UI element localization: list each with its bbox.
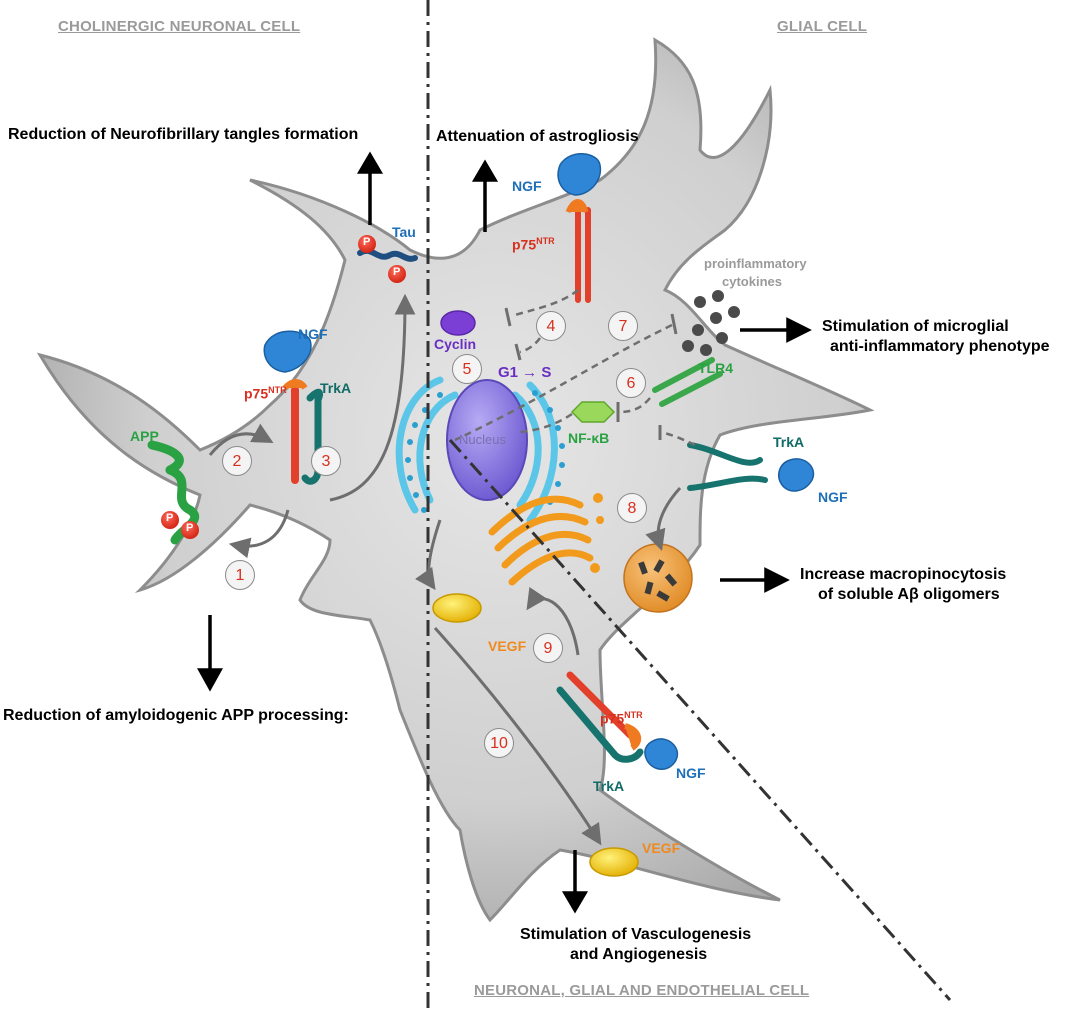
pathway-arrows [208, 293, 682, 846]
trka-receptor-bottom [556, 686, 644, 763]
step-10: 10 [484, 728, 514, 758]
golgi-vesicles [590, 493, 604, 573]
effect-app: Reduction of amyloidogenic APP processin… [3, 707, 349, 724]
label-nucleus: Nucleus [459, 432, 506, 447]
label-cytokines-line1: proinflammatory [704, 256, 807, 271]
cell-body [36, 37, 875, 923]
label-vegf-inside: VEGF [488, 638, 527, 654]
effect-macropinocytosis-line1: Increase macropinocytosis [800, 566, 1007, 583]
label-cytokines-line2: cytokines [722, 274, 782, 289]
label-g1-s: G1 → S [498, 364, 552, 381]
ngf-ligand-bottom [644, 738, 679, 770]
effect-astrogliosis: Attenuation of astrogliosis [436, 128, 639, 145]
effect-tangles: Reduction of Neurofibrillary tangles for… [8, 126, 359, 143]
label-ngf-bottom: NGF [676, 765, 706, 781]
phospho-tau-2 [388, 265, 406, 283]
effect-vasculogenesis-line1: Stimulation of Vasculogenesis [520, 926, 752, 943]
label-p-tau-2: P [393, 266, 401, 278]
label-trka-bottom: TrkA [593, 778, 625, 794]
step-1: 1 [225, 560, 255, 590]
p75-receptor-glia-top [575, 207, 591, 303]
er-ribosomes [405, 390, 565, 513]
label-app: APP [130, 428, 159, 444]
ngf-ligand-glia-top [557, 153, 602, 196]
label-p-app-1: P [166, 512, 174, 524]
step-3: 3 [311, 446, 341, 476]
ngf-ligand-glia-right [778, 458, 815, 492]
label-ngf-glia-top: NGF [512, 178, 542, 194]
abeta-oligomers [638, 559, 678, 602]
label-p-app-2: P [186, 522, 194, 534]
nucleus [446, 379, 528, 501]
label-ngf-neuron: NGF [298, 326, 328, 342]
step-6: 6 [616, 368, 646, 398]
effect-arrows [197, 151, 812, 914]
region-title-shared: NEURONAL, GLIAL AND ENDOTHELIAL CELL [474, 982, 810, 999]
label-ngf-glia-right: NGF [818, 489, 848, 505]
step-7: 7 [608, 311, 638, 341]
p75-receptor-bottom [566, 671, 634, 739]
label-trka-glia-right: TrkA [773, 434, 805, 450]
label-p75-glia-top: p75NTR [512, 236, 555, 253]
trka-receptor-glia-right [687, 442, 768, 491]
region-separator-diagonal [448, 439, 952, 1001]
inhibition-lines [454, 289, 696, 447]
inhibition-bars [504, 307, 678, 440]
region-title-neuron: CHOLINERGIC NEURONAL CELL [58, 18, 301, 35]
label-p75-neuron: p75NTR [244, 385, 287, 402]
label-trka-neuron: TrkA [320, 380, 352, 396]
tlr4-receptor [652, 357, 723, 407]
vegf-inside [432, 593, 482, 623]
vegf-secreted [589, 847, 639, 877]
macropinosome [623, 543, 693, 613]
step-8: 8 [617, 493, 647, 523]
region-title-glia: GLIAL CELL [777, 18, 868, 35]
phospho-app-1 [161, 511, 179, 529]
label-tlr4: TLR4 [698, 360, 733, 376]
label-vegf-secreted: VEGF [642, 840, 681, 856]
trka-receptor-neuron [301, 388, 324, 485]
effect-microglia-line1: Stimulation of microglial [822, 318, 1009, 335]
label-p75-bottom: p75NTR [600, 710, 643, 727]
phospho-tau-1 [358, 235, 376, 253]
step-5: 5 [452, 354, 482, 384]
effect-microglia-line2: anti-inflammatory phenotype [830, 338, 1050, 355]
nfkb [570, 401, 616, 423]
cyclin [440, 310, 476, 336]
phospho-app-2 [181, 521, 199, 539]
label-p-tau-1: P [363, 236, 371, 248]
step-9: 9 [533, 633, 563, 663]
label-nfkb: NF-κB [568, 430, 610, 446]
step-4: 4 [536, 311, 566, 341]
effect-macropinocytosis-line2: of soluble Aβ oligomers [818, 586, 1000, 603]
cytokines [682, 290, 740, 356]
label-tau: Tau [392, 224, 416, 240]
golgi-apparatus [488, 495, 594, 586]
ngf-ligand-neuron [263, 330, 312, 373]
step-2: 2 [222, 446, 252, 476]
label-cyclin: Cyclin [434, 336, 477, 352]
effect-vasculogenesis-line2: and Angiogenesis [570, 946, 708, 963]
